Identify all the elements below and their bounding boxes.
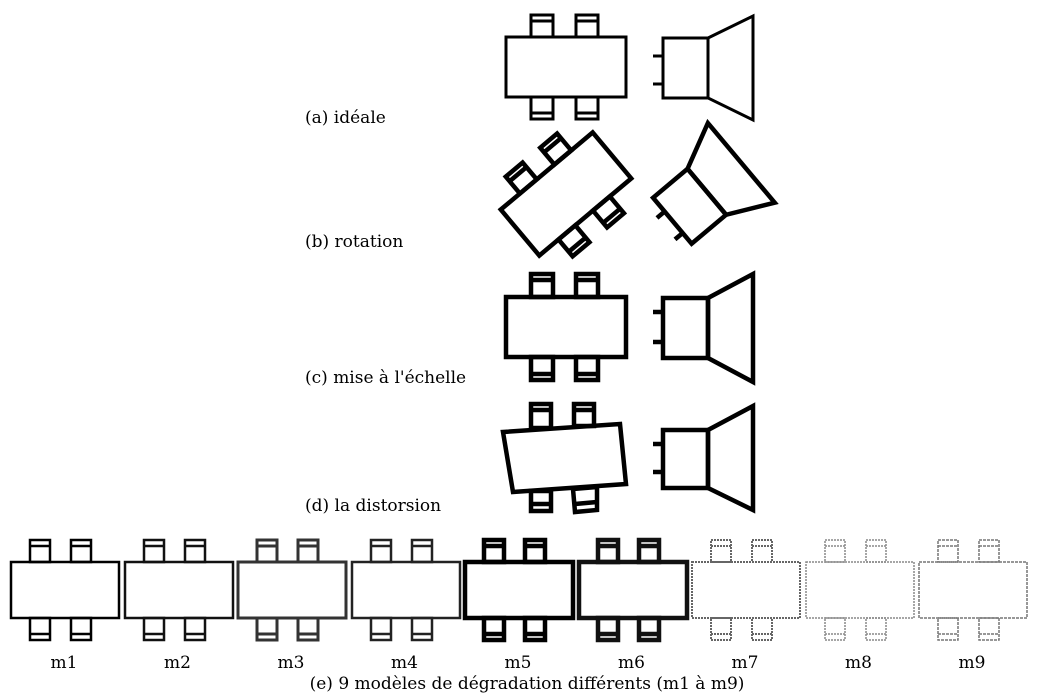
symbol-table-distorted (500, 401, 629, 515)
symbol-table-ideal (504, 13, 628, 121)
symbol-table-scaled (503, 271, 629, 383)
symbol-armchair-scaled (653, 270, 756, 386)
caption-scaling: (c) mise à l'échelle (305, 368, 467, 388)
symbol-armchair-distorted (653, 402, 756, 514)
degraded-table-m1 (9, 538, 121, 642)
degraded-table-m3 (236, 538, 348, 642)
model-label-m4: m4 (391, 653, 418, 673)
model-label-m9: m9 (958, 653, 986, 673)
degraded-table-m8 (804, 539, 915, 641)
model-label-m7: m7 (731, 653, 759, 673)
caption-rotation: (b) rotation (305, 232, 404, 252)
symbol-armchair-rotated (649, 118, 779, 247)
degraded-table-m4 (350, 538, 461, 642)
symbol-table-rotated (497, 129, 635, 260)
model-label-m3: m3 (277, 653, 305, 673)
degraded-table-m5 (462, 537, 576, 643)
model-label-m2: m2 (164, 653, 191, 673)
model-label-m6: m6 (618, 653, 645, 673)
symbol-armchair-ideal (653, 13, 755, 123)
model-label-m1: m1 (50, 653, 78, 673)
caption-degradation: (e) 9 modèles de dégradation différents … (309, 674, 745, 694)
degraded-table-m7 (691, 539, 801, 641)
degraded-table-m6 (576, 537, 689, 643)
model-label-m5: m5 (504, 653, 532, 673)
degraded-table-m2 (123, 538, 234, 642)
caption-ideal: (a) idéale (305, 108, 386, 128)
caption-distortion: (d) la distorsion (305, 496, 442, 516)
degraded-table-m9 (918, 539, 1028, 641)
model-label-m8: m8 (845, 653, 872, 673)
